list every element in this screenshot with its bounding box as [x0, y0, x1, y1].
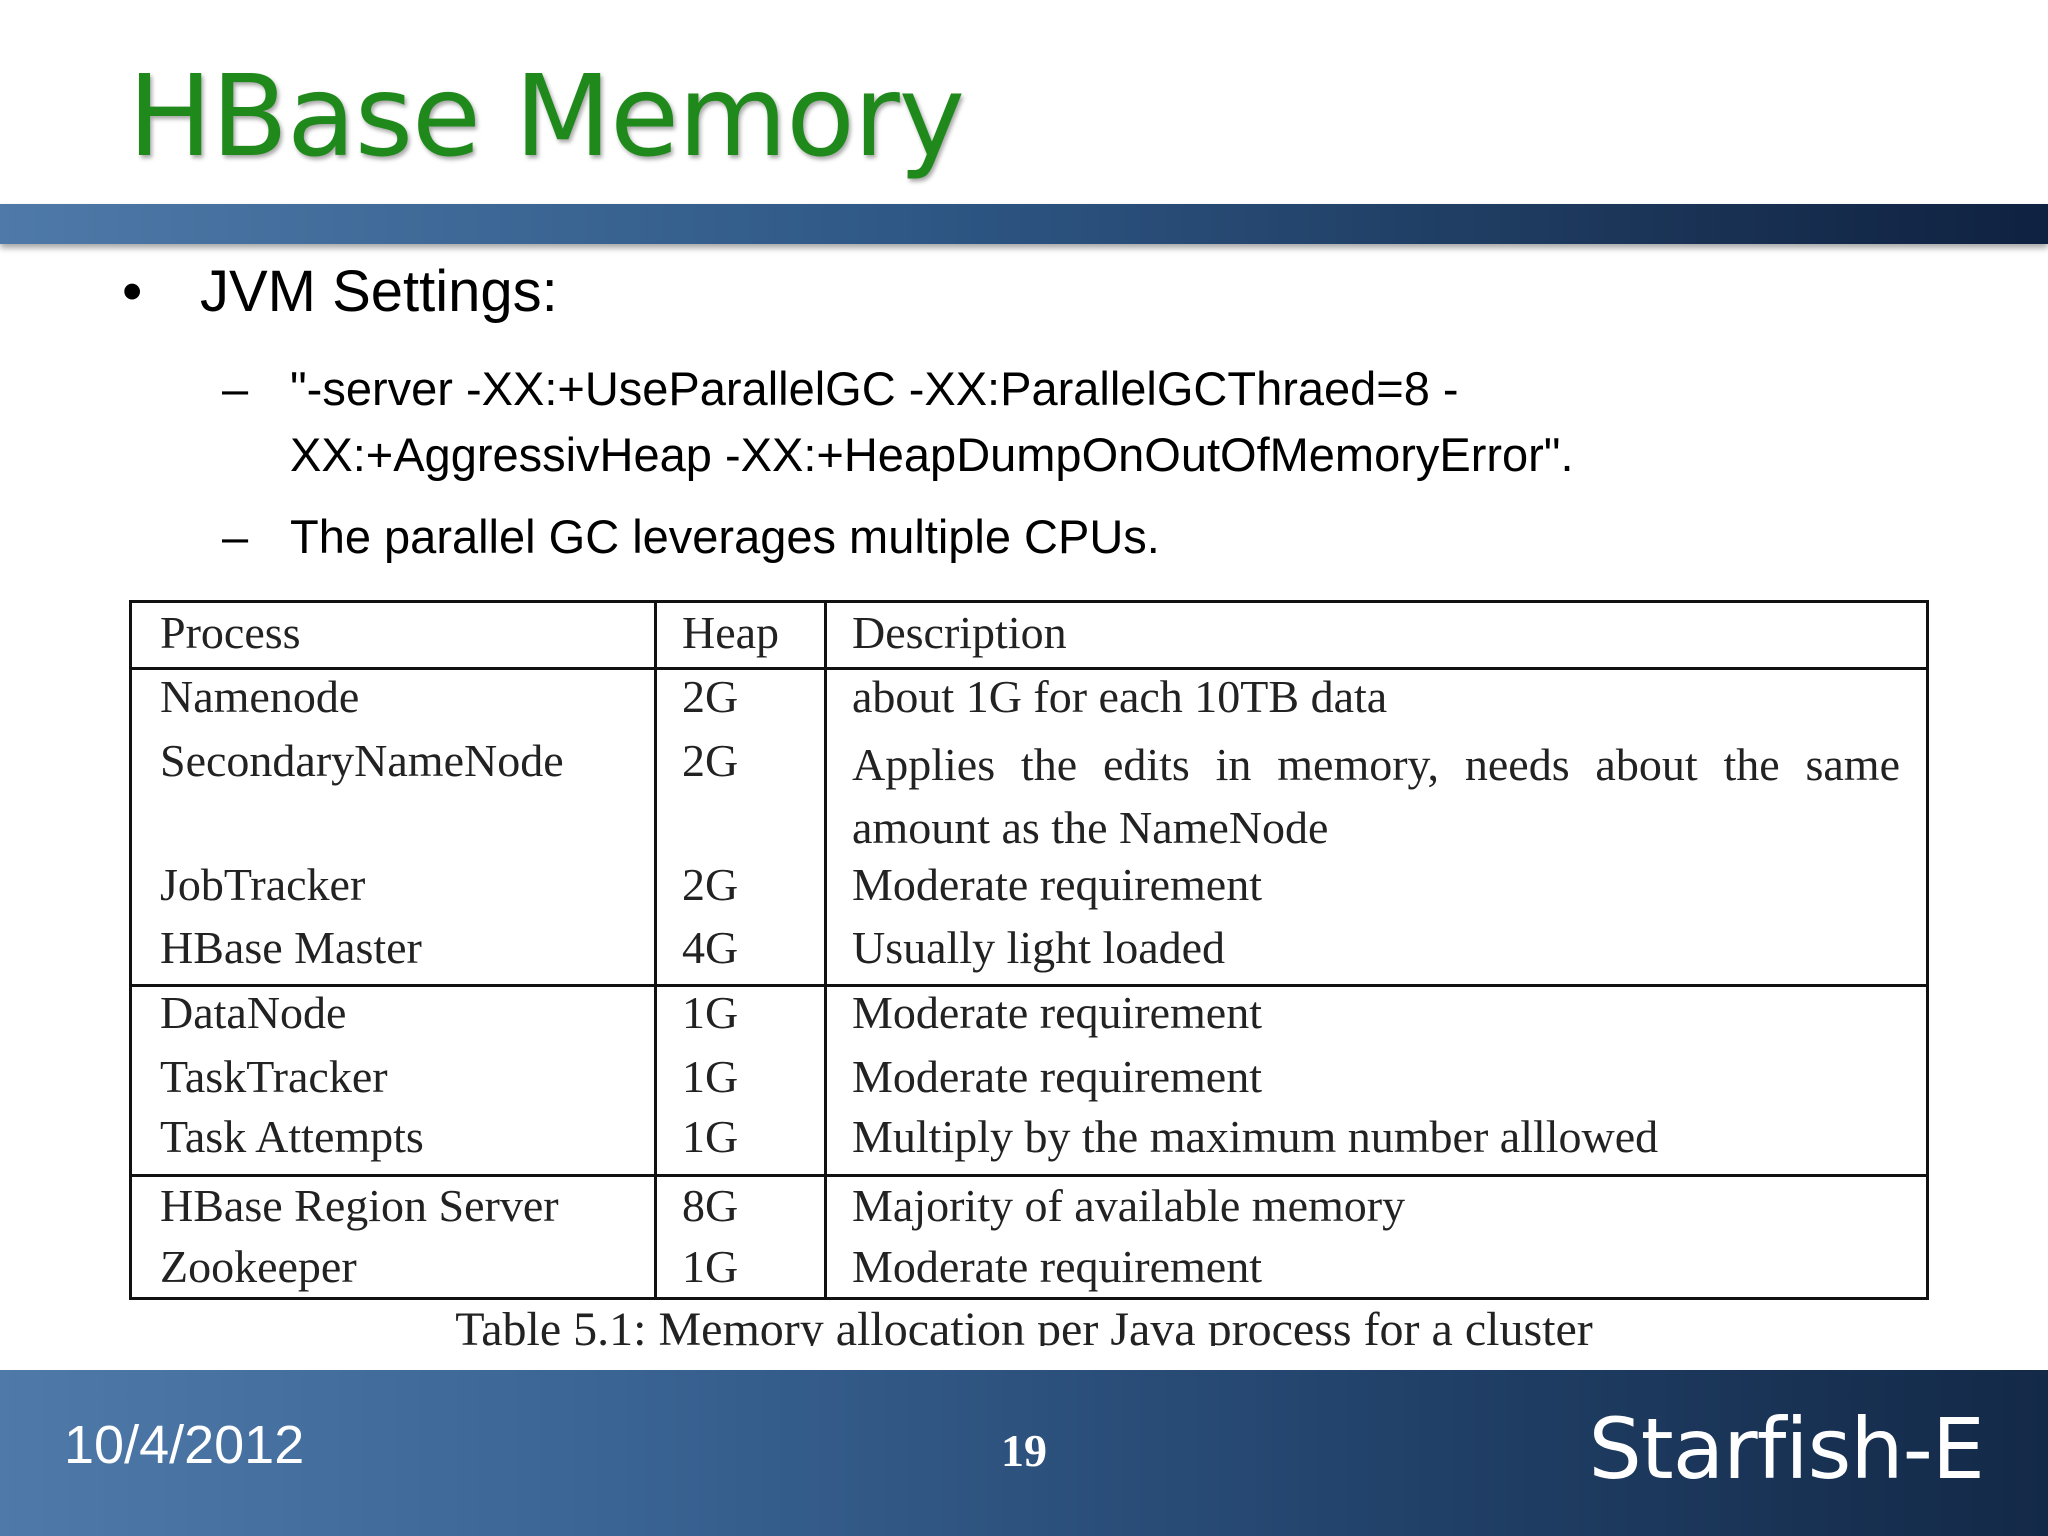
cell-process: TaskTracker: [160, 1051, 388, 1102]
bullet-jvm-settings: • JVM Settings:: [122, 258, 558, 325]
cell-description: Applies the edits in memory, needs about…: [852, 739, 1900, 853]
cell-description: about 1G for each 10TB data: [852, 671, 1388, 722]
sub-bullet-jvm-flags: – "-server -XX:+UseParallelGC -XX:Parall…: [222, 356, 1790, 488]
cell-description: Moderate requirement: [852, 1241, 1262, 1292]
cell-description: Moderate requirement: [852, 987, 1262, 1038]
cell-process: Task Attempts: [160, 1111, 424, 1162]
cell-heap: 8G: [682, 1180, 739, 1231]
header-divider: [132, 667, 1926, 670]
cell-process: Namenode: [160, 671, 360, 722]
cell-heap: 2G: [682, 671, 739, 722]
table-caption: Table 5.1: Memory allocation per Java pr…: [455, 1303, 1593, 1346]
cell-heap: 2G: [682, 735, 739, 786]
cell-heap: 2G: [682, 859, 739, 910]
footer-bar: [0, 1370, 2048, 1536]
cell-description: Majority of available memory: [852, 1180, 1406, 1231]
sub-bullet-parallel-gc: – The parallel GC leverages multiple CPU…: [222, 504, 1160, 570]
sub-bullet-text: "-server -XX:+UseParallelGC -XX:Parallel…: [290, 362, 1574, 481]
cell-heap: 4G: [682, 922, 739, 973]
column-divider: [824, 603, 827, 1297]
header-heap: Heap: [682, 607, 780, 658]
cell-description: Moderate requirement: [852, 1051, 1262, 1102]
sub-bullet-text: The parallel GC leverages multiple CPUs.: [290, 510, 1160, 563]
cell-heap: 1G: [682, 987, 739, 1038]
cell-process: Zookeeper: [160, 1241, 357, 1292]
bullet-mark: •: [122, 259, 143, 324]
cell-process: HBase Region Server: [160, 1180, 559, 1231]
cell-description: Usually light loaded: [852, 922, 1226, 973]
group-divider: [132, 984, 1926, 987]
group-divider: [132, 1174, 1926, 1177]
slide-title: HBase Memory: [128, 52, 965, 182]
cell-description: Moderate requirement: [852, 859, 1262, 910]
sub-bullet-dash: –: [222, 510, 249, 563]
sub-bullet-dash: –: [222, 362, 249, 415]
cell-heap: 1G: [682, 1111, 739, 1162]
cell-heap: 1G: [682, 1241, 739, 1292]
cell-process: JobTracker: [160, 859, 366, 910]
column-divider: [654, 603, 657, 1297]
bullet-text: JVM Settings:: [200, 259, 558, 324]
page-number: 19: [1001, 1425, 1047, 1476]
title-divider-bar: [0, 204, 2048, 244]
footer-date: 10/4/2012: [64, 1415, 305, 1475]
cell-process: DataNode: [160, 987, 347, 1038]
cell-process: HBase Master: [160, 922, 422, 973]
cell-process: SecondaryNameNode: [160, 735, 564, 786]
cell-heap: 1G: [682, 1051, 739, 1102]
footer-brand: Starfish-E: [1588, 1400, 1985, 1498]
header-process: Process: [160, 607, 301, 658]
header-description: Description: [852, 607, 1067, 658]
cell-description: Multiply by the maximum number alllowed: [852, 1111, 1659, 1162]
memory-allocation-table: Process Heap Description Namenode 2G abo…: [129, 600, 1929, 1300]
